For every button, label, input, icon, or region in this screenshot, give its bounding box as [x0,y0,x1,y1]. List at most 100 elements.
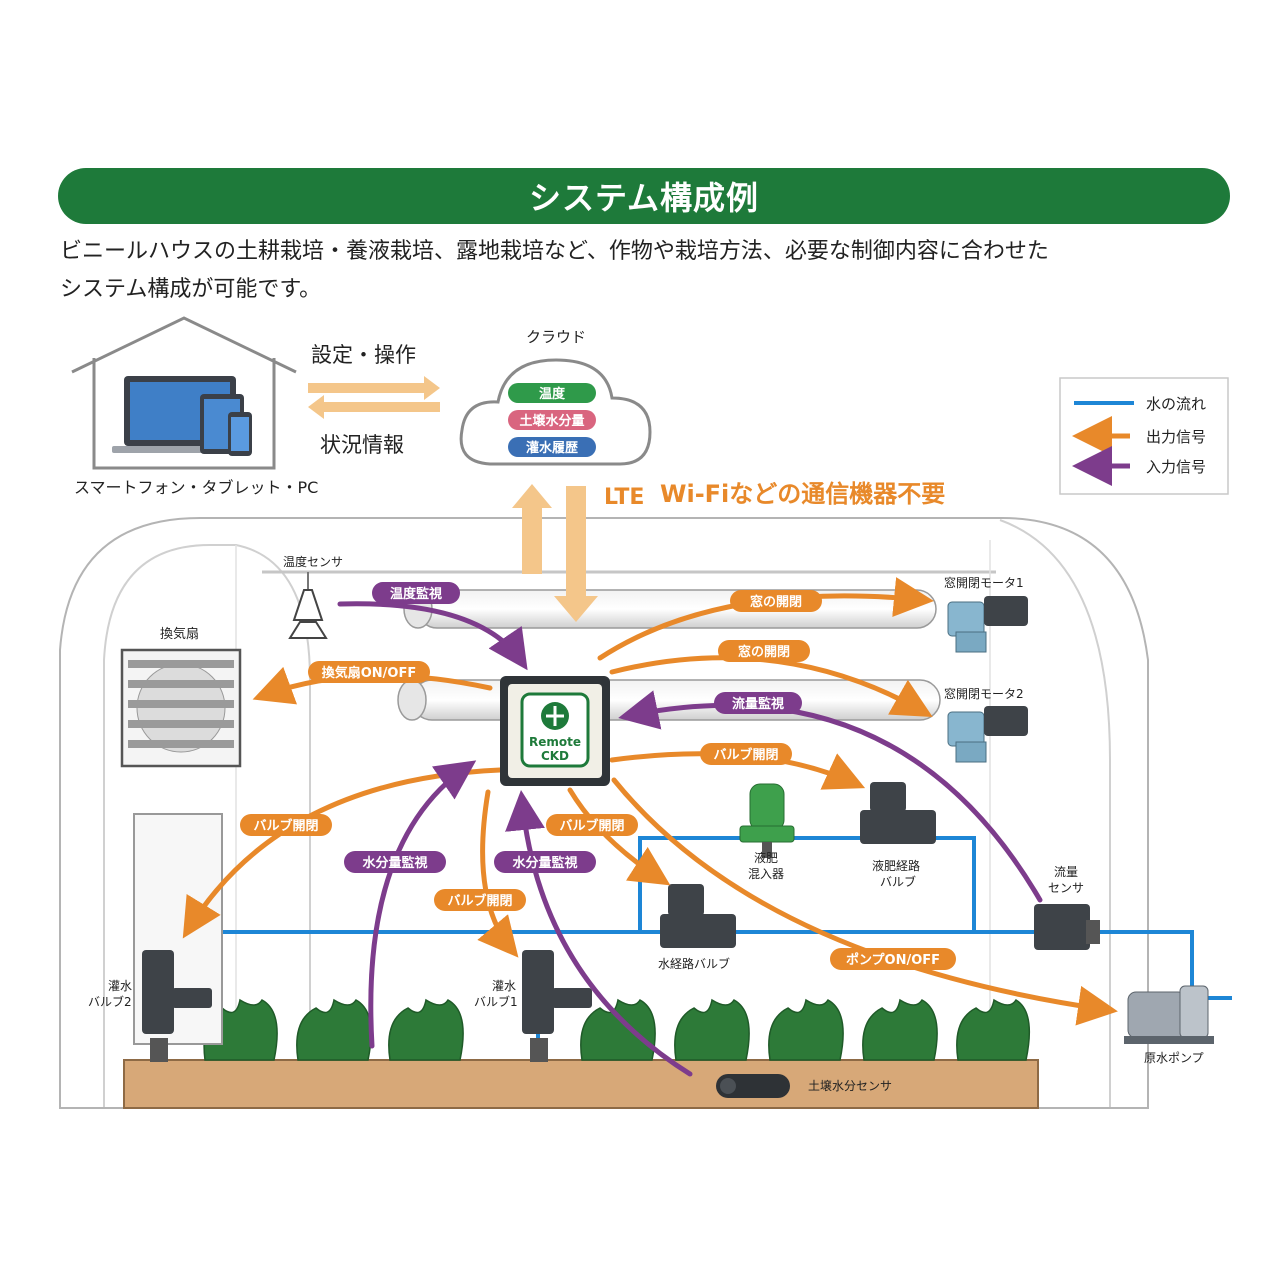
pill-moisture2 [494,851,596,873]
home-devices-group: スマートフォン・タブレット・PC [71,316,318,497]
flow-monitor-arrow [618,690,1043,903]
valve-open-mid-arrow [567,787,671,886]
plant-5 [674,998,750,1061]
legend: 水の流れ 出力信号 入力信号 [1059,377,1229,495]
pill-valve-open-left [240,814,332,836]
lte-link: LTE Wi-Fiなどの通信機器不要 [512,480,945,622]
fertilizer-injector-icon [739,783,795,858]
pill-flow-monitor-label: 流量監視 [732,696,784,712]
moisture2-arrow [505,790,693,1077]
status-arrow-icon [308,395,440,419]
window-motor-2-label: 窓開閉モータ2 [944,686,1024,701]
pill-temp-monitor-label: 温度監視 [390,586,442,602]
section-title: システム構成例 [528,179,760,217]
soil-moisture-sensor-icon [716,1074,790,1098]
fertilizer-route-valve-label-bottom: バルブ [880,874,916,889]
temp-monitor-arrow [337,601,528,671]
soil-bed [123,1059,1039,1109]
greenhouse-right-arch [999,519,1111,1108]
flow-sensor-icon [1034,904,1100,950]
status-info-label: 状況情報 [320,433,404,457]
settings-arrow-icon [308,376,440,400]
controller-brand-line1: Remote [529,735,581,749]
cloud-pill-moisture-label: 土壌水分量 [519,413,584,429]
lte-down-arrow-icon [554,486,598,622]
plant-4 [580,998,656,1061]
window-motor-1-label: 窓開閉モータ1 [944,575,1024,590]
home-cloud-arrows: 設定・操作 状況情報 [308,343,440,457]
pill-valve-open-mid-label: バルブ開閉 [559,818,624,834]
flow-sensor-label-top: 流量 [1054,865,1078,879]
pill-window1 [730,590,822,612]
controller-brand-line2: CKD [541,749,569,763]
pill-window2 [718,640,810,662]
irrigation-valve-1-label-top: 灌水 [492,979,516,993]
fertilizer-route-valve-icon [860,782,936,844]
smartphone-icon [228,412,252,456]
ventilation-fan-icon [120,648,242,768]
settings-operation-label: 設定・操作 [311,343,416,367]
pill-moisture1-label: 水分量監視 [362,855,427,871]
house-outline-icon [71,316,297,470]
pill-pump-onoff-label: ポンプON/OFF [846,952,940,968]
remote-controller: Remote CKD [500,676,610,786]
flow-sensor-label-bottom: センサ [1048,881,1084,895]
intro-line-2: システム構成が可能です。 [60,277,322,302]
plant-7 [862,998,938,1061]
window-motor-1-icon [947,596,1028,653]
cloud-pill-temperature-label: 温度 [539,386,566,402]
fertilizer-injector-label-top: 液肥 [754,850,778,865]
lte-tagline: Wi-Fiなどの通信機器不要 [660,480,945,508]
pill-window1-label: 窓の開閉 [750,594,802,610]
irrigation-valve-1-label-bottom: バルブ1 [474,994,518,1009]
legend-input-label: 入力信号 [1146,458,1206,476]
water-route-valve-icon [660,884,736,948]
window-motor-2-icon [947,706,1028,763]
plants-row [203,998,1031,1061]
pump-label: 原水ポンプ [1144,1051,1204,1065]
valve-open-water-arrow [477,789,519,958]
fertilizer-route-valve-label-top: 液肥経路 [872,858,920,873]
pill-valve-open-mid [546,814,638,836]
water-pump-icon [1124,985,1214,1044]
cloud-pill-irrigation-label: 灌水履歴 [526,440,578,456]
water-route-valve-label: 水経路バルブ [658,956,730,971]
pill-fan-onoff [308,661,430,683]
lte-label: LTE [604,485,644,510]
section-title-banner: システム構成例 [58,168,1230,224]
fertilizer-injector-label-bottom: 混入器 [748,867,784,881]
irrigation-valve-2-icon [142,950,212,1062]
pill-valve-open-water [434,889,526,911]
intro-text: ビニールハウスの土耕栽培・養液栽培、露地栽培など、作物や栽培方法、必要な制御内容… [60,233,1220,309]
cloud-pill-moisture [508,410,596,430]
pill-moisture2-label: 水分量監視 [512,855,577,871]
plant-6 [768,998,844,1061]
fan-label: 換気扇 [160,626,199,642]
intro-line-1: ビニールハウスの土耕栽培・養液栽培、露地栽培など、作物や栽培方法、必要な制御内容… [60,239,1049,264]
irrigation-valve-2-label-bottom: バルブ2 [88,994,132,1009]
cloud-title: クラウド [526,328,586,346]
irrigation-valve-2-label-top: 灌水 [108,979,132,993]
pill-valve-open-left-label: バルブ開閉 [253,818,318,834]
plant-8 [956,998,1031,1061]
temperature-sensor-label: 温度センサ [283,554,343,569]
cloud-group: クラウド 温度 土壌水分量 灌水履歴 [459,328,652,466]
irrigation-valve-1-icon [522,950,592,1062]
pill-valve-open-water-label: バルブ開閉 [447,893,512,909]
pill-valve-open-fert-label: バルブ開閉 [713,747,778,763]
pill-temp-monitor [372,582,460,604]
pill-window2-label: 窓の開閉 [738,644,790,660]
legend-water-label: 水の流れ [1146,395,1206,413]
soil-moisture-sensor-label: 土壌水分センサ [808,1079,892,1093]
cloud-pill-temperature [508,383,596,403]
plant-3 [388,998,464,1061]
home-devices-label: スマートフォン・タブレット・PC [74,478,318,497]
pill-fan-onoff-label: 換気扇ON/OFF [322,665,417,681]
pill-flow-monitor [714,692,802,714]
signal-label-pills: 温度監視 窓の開閉 換気扇ON/OFF 窓の開閉 流量監視 バルブ開閉 バルブ開… [240,582,956,970]
pump-onoff-arrow [611,777,1118,1026]
pill-valve-open-fert [700,743,792,765]
temperature-sensor-icon [288,572,328,639]
pill-moisture1 [344,851,446,873]
